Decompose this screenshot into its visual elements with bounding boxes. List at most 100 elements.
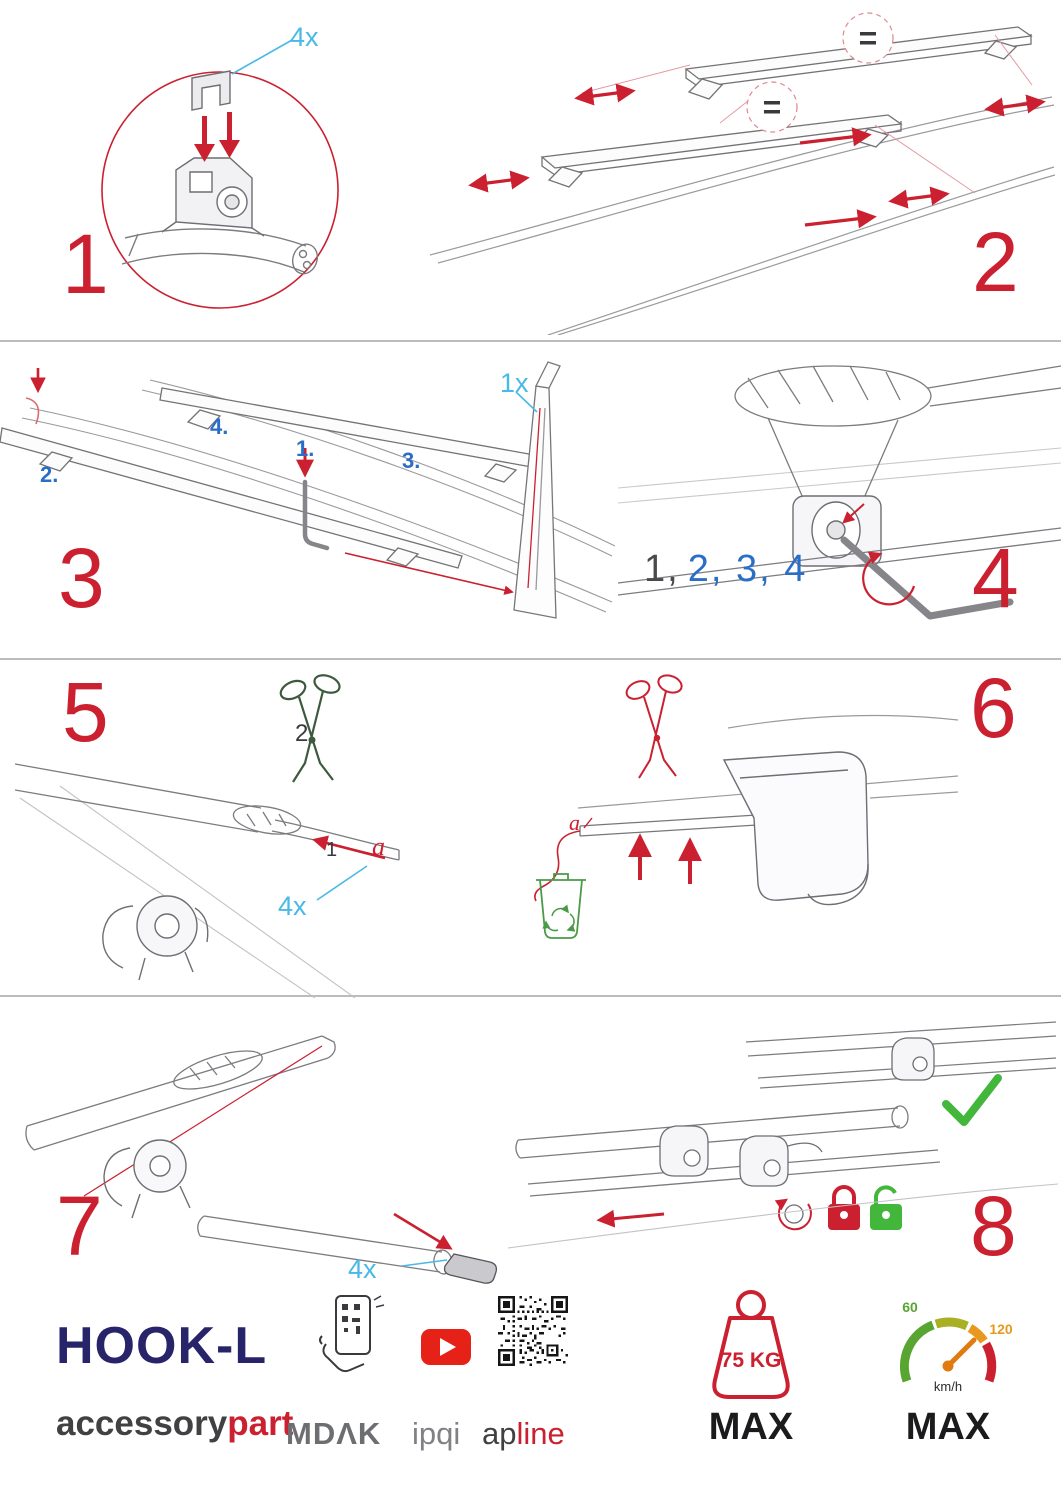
step-2-illustration: = = [429, 12, 1055, 335]
sequence-rest: 2, 3, 4 [687, 548, 808, 590]
push-up-arrows [628, 833, 702, 884]
step-3-number: 3 [58, 531, 105, 625]
qr-code-icon [498, 1296, 568, 1366]
step-3-label-2: 2. [40, 462, 59, 487]
step-8-illustration [508, 1021, 1058, 1249]
brand-accessory: accessory [56, 1404, 228, 1443]
svg-text:=: = [859, 20, 878, 56]
clamp-part [103, 1139, 191, 1219]
step-6-label-a: a [569, 810, 580, 835]
youtube-icon [421, 1329, 471, 1365]
step-4-number: 4 [972, 531, 1019, 625]
step-7-illustration [25, 1035, 498, 1284]
speed-low: 60 [902, 1299, 918, 1315]
bar-end-cap-view [197, 1215, 453, 1275]
logo-apline-line: line [516, 1416, 565, 1451]
qty-pointer-line [231, 39, 293, 75]
strip-pull-arrow [311, 835, 386, 860]
clamp-left [659, 1125, 709, 1177]
logo-ipqi: ipqi [412, 1416, 461, 1451]
section-divider-3 [0, 995, 1061, 997]
logo-apline: apline [482, 1418, 565, 1449]
trash-icon [536, 873, 586, 939]
thumb-outline [319, 1335, 323, 1345]
slide-arrow [596, 1209, 665, 1228]
weight-value: 75 KG [721, 1349, 782, 1372]
side-rail [618, 527, 1061, 596]
max-weight-icon: 75 KG [712, 1290, 790, 1399]
tool-leader-line [344, 552, 514, 595]
logo-mdak: MDΛK [286, 1416, 382, 1451]
qty-pointer-line [515, 391, 538, 413]
gauge-needle [945, 1337, 977, 1369]
equal-badge-mid: = [746, 81, 798, 133]
lock-closed-icon [828, 1185, 860, 1230]
step-3-label-1: 1. [296, 436, 315, 461]
cover-strip-tool [513, 361, 561, 619]
step-7-qty-label: 4x [348, 1254, 377, 1284]
speed-unit: km/h [934, 1379, 962, 1394]
step-3-label-4: 4. [210, 414, 229, 439]
scissors-icon [625, 674, 683, 779]
step-1-qty-label: 4x [290, 22, 319, 52]
clamp-right [739, 1135, 823, 1187]
step-2-number: 2 [972, 215, 1019, 309]
qty-pointer-line [316, 865, 368, 901]
step-4-sequence: 1,2, 3, 4 [644, 550, 807, 588]
step-5-label-a: a [372, 832, 385, 861]
speed-high: 120 [989, 1321, 1013, 1337]
step-3-qty-label: 1x [500, 368, 529, 398]
brand-wordmark: accessorypart [56, 1406, 293, 1441]
magnifier-circle [101, 71, 339, 309]
logo-apline-ap: ap [482, 1416, 517, 1451]
crossbar-detail [121, 228, 319, 275]
section-divider-1 [0, 340, 1061, 342]
clamp-part [102, 895, 209, 981]
speed-max-label: MAX [905, 1406, 991, 1448]
section-divider-2 [0, 658, 1061, 660]
hex-key-tool [296, 448, 330, 551]
product-name: HOOK-L [56, 1317, 268, 1375]
hand-outline [322, 1343, 365, 1373]
measure-arrows [468, 83, 1046, 229]
main-bar [515, 1105, 941, 1197]
step-8-number: 8 [970, 1179, 1017, 1273]
sequence-first: 1, [644, 548, 680, 590]
step-6-illustration [534, 674, 958, 939]
step-5-illustration [15, 674, 400, 998]
step-1-illustration [101, 39, 339, 309]
step-5-qty-label: 4x [278, 891, 307, 921]
lock-open-icon [870, 1185, 902, 1230]
bolt-pointer-arrow [842, 503, 865, 524]
step-5-number: 5 [62, 665, 109, 759]
hex-key-tool [840, 536, 1014, 620]
cap-insert-arrow [393, 1212, 453, 1250]
step-3-label-3: 3. [402, 448, 421, 473]
equal-badge-top: = [842, 12, 894, 64]
step-1-number: 1 [62, 217, 109, 311]
bar-top-view [734, 365, 1061, 499]
step-6-number: 6 [970, 661, 1017, 755]
front-crossbar [0, 427, 463, 569]
end-cap-part [443, 1253, 498, 1284]
hook-bracket [722, 751, 869, 906]
brand-part: part [227, 1404, 294, 1443]
bar-with-opening [25, 1035, 336, 1151]
step-5-label-strip: 1 [326, 839, 338, 861]
phone-scan-icon [319, 1295, 385, 1373]
speedometer-icon: 60 120 km/h [899, 1299, 1013, 1394]
phone-qr-dots [342, 1304, 360, 1334]
svg-text:=: = [763, 89, 782, 125]
roof-line [508, 1183, 1058, 1249]
roof-lines [618, 447, 1061, 504]
sparkle-lines [373, 1295, 385, 1308]
key-rotate [774, 1198, 812, 1231]
step-4-illustration [618, 365, 1061, 620]
roof-rails [429, 96, 1055, 335]
clamp-detail [161, 157, 265, 237]
label-tick [583, 817, 593, 829]
recycle-icon [542, 904, 576, 932]
insert-arrows [194, 112, 240, 162]
red-guide-line [83, 1045, 323, 1197]
